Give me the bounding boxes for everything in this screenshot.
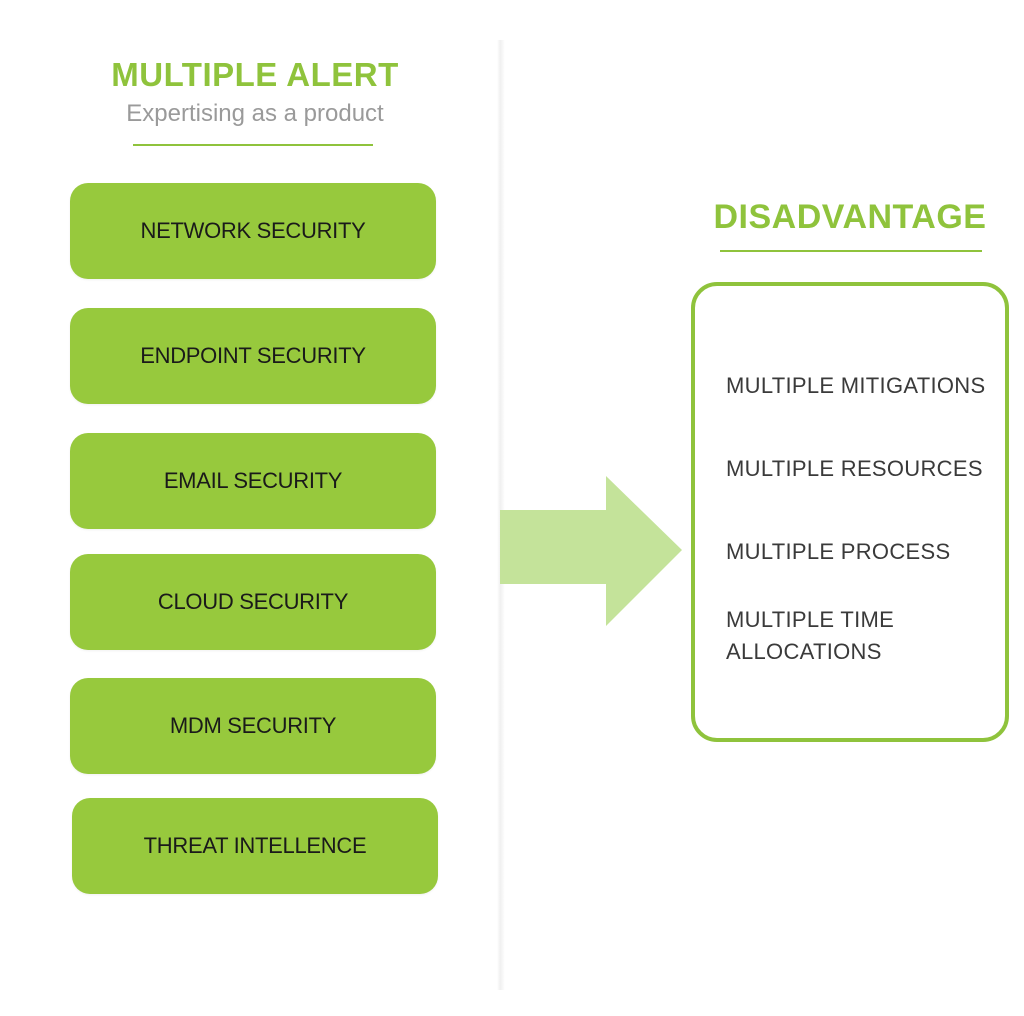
right-title-underline bbox=[720, 250, 982, 252]
item-threat-intellence: THREAT INTELLENCE bbox=[72, 798, 438, 894]
left-title: MULTIPLE ALERT bbox=[111, 56, 399, 93]
item-email-security: EMAIL SECURITY bbox=[70, 433, 436, 529]
item-cloud-security: CLOUD SECURITY bbox=[70, 554, 436, 650]
disadvantage-item: MULTIPLE RESOURCES bbox=[726, 456, 983, 481]
right-title: DISADVANTAGE bbox=[713, 198, 987, 236]
disadvantage-item: MULTIPLE PROCESS bbox=[726, 539, 951, 564]
item-endpoint-security: ENDPOINT SECURITY bbox=[70, 308, 436, 404]
item-mdm-security: MDM SECURITY bbox=[70, 678, 436, 774]
right-arrow-icon bbox=[500, 476, 682, 626]
disadvantage-box bbox=[691, 282, 1009, 742]
left-subtitle: Expertising as a product bbox=[126, 100, 384, 127]
left-title-underline bbox=[133, 144, 373, 146]
disadvantage-item: MULTIPLE MITIGATIONS bbox=[726, 373, 986, 398]
item-network-security: NETWORK SECURITY bbox=[70, 183, 436, 279]
disadvantage-item: MULTIPLE TIME ALLOCATIONS bbox=[726, 607, 895, 664]
